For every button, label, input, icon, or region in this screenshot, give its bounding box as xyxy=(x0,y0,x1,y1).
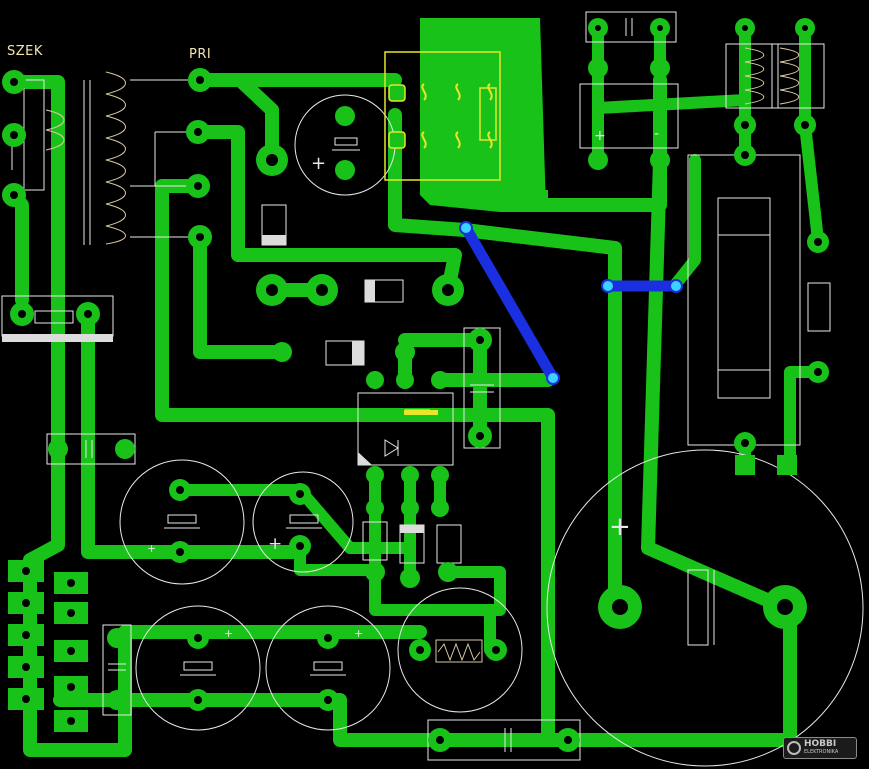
polarity-plus-bridge: + xyxy=(594,128,607,144)
jumper-wires xyxy=(460,222,682,384)
polarity-plus-cap2: + xyxy=(268,534,283,554)
logo-disc-icon xyxy=(787,741,801,755)
silkscreen xyxy=(1,11,864,767)
transformer-outline xyxy=(23,79,45,191)
polarity-plus-cap4: + xyxy=(354,627,364,640)
polarity-plus-cap1: + xyxy=(147,542,157,555)
pad-holes xyxy=(10,25,822,744)
pads-round xyxy=(2,18,829,752)
secondary-label: SZEK xyxy=(7,44,43,59)
copper-pour xyxy=(420,18,548,212)
silk-fills xyxy=(2,235,424,533)
relay-pads xyxy=(388,84,406,149)
polarity-plus-cap3: + xyxy=(224,627,234,640)
primary-label: PRI xyxy=(189,47,212,62)
polarity-plus-main-cap: + xyxy=(609,512,632,542)
resistor-symbols xyxy=(435,639,483,663)
relay-coil-mark xyxy=(404,410,438,415)
polarity-plus-relay-cap: + xyxy=(311,153,327,174)
polarity-minus-bridge: - xyxy=(654,126,660,142)
relay-pins xyxy=(421,83,493,149)
jumper-pads xyxy=(459,221,683,385)
square-pad-holes xyxy=(22,567,75,725)
